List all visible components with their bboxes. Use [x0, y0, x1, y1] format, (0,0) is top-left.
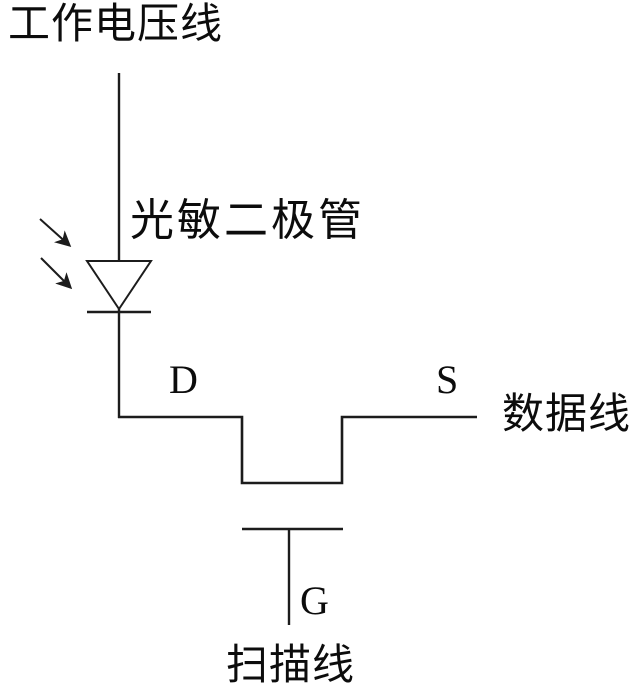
drain-pin-label: D [169, 357, 198, 402]
data-line-label: 数据线 [502, 390, 632, 437]
scan-line-label: 扫描线 [226, 641, 356, 688]
tft-channel-path [118, 415, 477, 485]
light-ray-arrow-icon [40, 257, 73, 290]
photodiode-label: 光敏二极管 [130, 196, 365, 245]
working-voltage-line-label: 工作电压线 [8, 0, 224, 47]
source-pin-label: S [436, 357, 459, 402]
photodiode-triangle [85, 260, 153, 311]
light-ray-arrow-icon [39, 218, 72, 248]
gate-pin-label: G [300, 578, 329, 623]
